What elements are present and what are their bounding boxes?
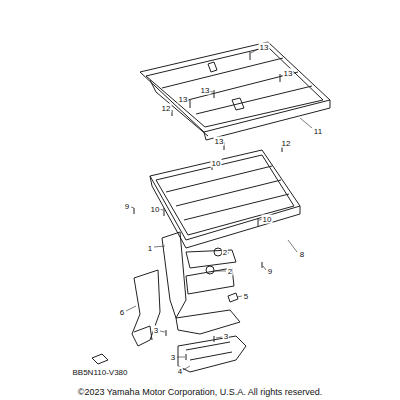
callout-number: 11 — [313, 127, 323, 136]
callout-number: 10 — [262, 215, 273, 224]
callout-number: 13 — [283, 69, 294, 78]
callout-number: 3 — [223, 332, 229, 341]
callout-number: 9 — [267, 267, 273, 276]
bolts — [134, 52, 282, 360]
id-icon — [92, 354, 108, 364]
bracket — [162, 232, 240, 334]
callout-number: 5 — [243, 292, 249, 301]
callout-number: 10 — [150, 205, 161, 214]
side-guard-detail — [134, 326, 152, 340]
side-guard — [132, 270, 160, 346]
callout-number: 3 — [153, 326, 159, 335]
front-guard — [178, 336, 246, 372]
leader-lines — [126, 49, 312, 370]
callout-number: 9 — [124, 202, 130, 211]
callout-number: 12 — [161, 104, 172, 113]
front-guard-detail — [186, 342, 232, 360]
callout-number: 8 — [299, 250, 305, 259]
callout-number: 13 — [214, 137, 225, 146]
callout-number: 4 — [177, 367, 183, 376]
callout-number: 3 — [170, 353, 176, 362]
callout-number: 13 — [259, 43, 270, 52]
callout-number: 6 — [119, 308, 125, 317]
callout-number: 13 — [200, 86, 211, 95]
callout-number: 2 — [227, 267, 233, 276]
front-carrier — [150, 150, 300, 248]
rear-carrier — [140, 42, 330, 140]
copyright-caption: ©2023 Yamaha Motor Corporation, U.S.A. A… — [78, 387, 322, 397]
callout-number: 1 — [147, 244, 153, 253]
callout-number: 12 — [281, 139, 292, 148]
callout-number: 2 — [222, 248, 228, 257]
callout-number: 13 — [178, 95, 189, 104]
diagram-code: BB5N110-V380 — [72, 368, 129, 377]
callout-number: 10 — [211, 159, 222, 168]
